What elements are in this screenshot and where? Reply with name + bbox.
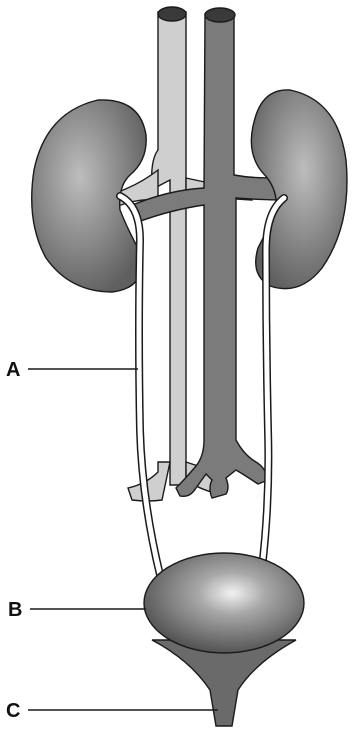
label-b: B	[8, 599, 146, 621]
label-a: A	[6, 359, 138, 381]
bladder	[144, 553, 304, 653]
label-c-text: C	[6, 700, 20, 722]
label-c: C	[6, 700, 218, 722]
label-b-text: B	[8, 599, 22, 621]
label-a-text: A	[6, 359, 20, 381]
